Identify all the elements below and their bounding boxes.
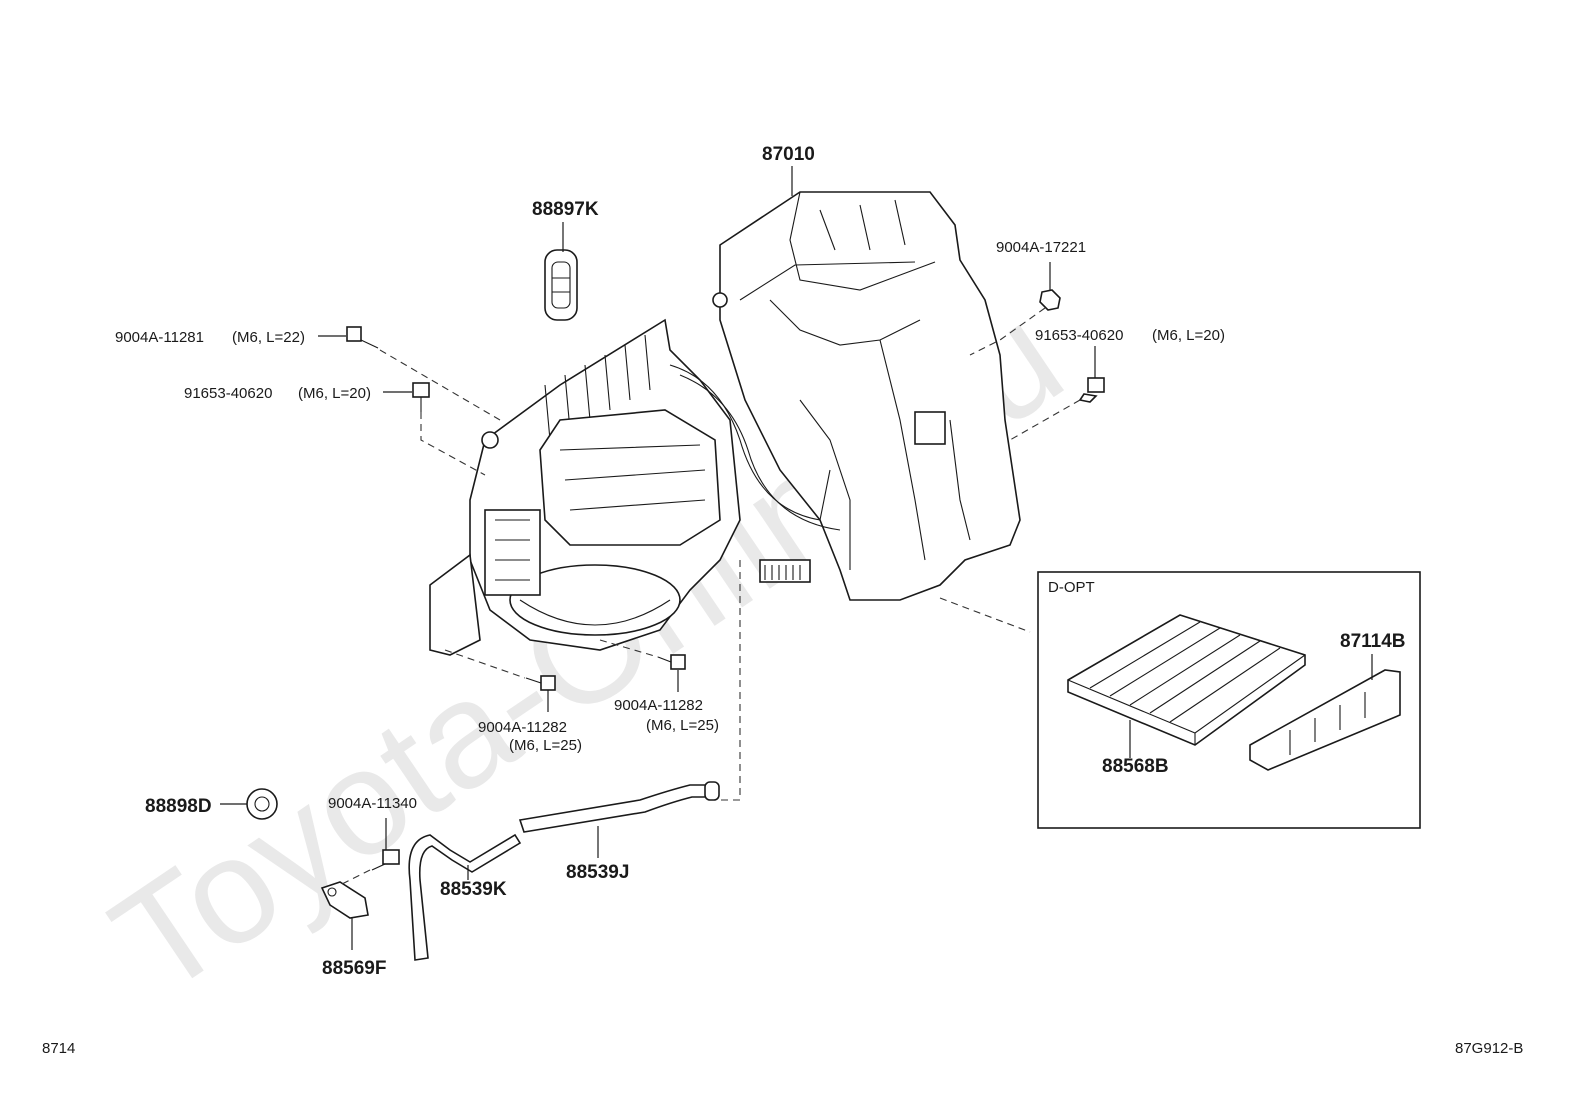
note-9004A-11282-a: (M6, L=25) [509, 737, 582, 754]
label-88897K: 88897K [532, 199, 599, 220]
label-88569F: 88569F [322, 958, 386, 979]
label-9004A-11282-b: 9004A-11282 [614, 697, 703, 714]
guide-lines [339, 307, 1081, 886]
note-9004A-11281: (M6, L=22) [232, 329, 305, 346]
label-88898D: 88898D [145, 796, 212, 817]
label-dopt: D-OPT [1048, 579, 1095, 596]
note-9004A-11282-b: (M6, L=25) [646, 717, 719, 734]
label-9004A-17221: 9004A-17221 [996, 239, 1086, 256]
part-88897K [544, 249, 578, 321]
fasteners [246, 289, 1105, 871]
dopt-group [1037, 571, 1421, 829]
leader-lines [220, 166, 1373, 950]
label-9004A-11282-a: 9004A-11282 [478, 719, 567, 736]
drain-hoses [408, 781, 720, 961]
footer-right-code: 87G912-B [1455, 1040, 1523, 1057]
label-88568B: 88568B [1102, 756, 1169, 777]
label-88539K: 88539K [440, 879, 507, 900]
label-9004A-11281: 9004A-11281 [115, 329, 204, 346]
label-88539J: 88539J [566, 862, 629, 883]
hvac-unit-87010 [429, 191, 1021, 656]
note-91653-40620-right: (M6, L=20) [1152, 327, 1225, 344]
label-91653-40620-left: 91653-40620 [184, 385, 272, 402]
label-87010: 87010 [762, 144, 815, 165]
footer-left-code: 8714 [42, 1040, 75, 1057]
label-87114B: 87114B [1340, 631, 1406, 652]
dopt-box [1037, 571, 1421, 829]
note-91653-40620-left: (M6, L=20) [298, 385, 371, 402]
label-9004A-11340: 9004A-11340 [328, 795, 417, 812]
part-88569F [320, 881, 369, 919]
label-91653-40620-right: 91653-40620 [1035, 327, 1123, 344]
